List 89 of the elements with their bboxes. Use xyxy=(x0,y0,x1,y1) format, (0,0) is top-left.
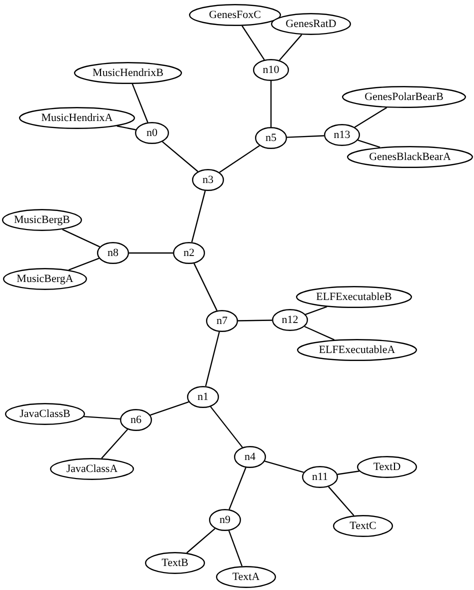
node-label: n10 xyxy=(262,64,280,76)
ellipse-node xyxy=(234,446,266,468)
connector-line xyxy=(205,332,220,386)
connector-line xyxy=(228,530,243,566)
ellipse-node xyxy=(255,127,287,149)
connector-line xyxy=(219,145,260,173)
connector-line xyxy=(337,470,360,475)
connector-line xyxy=(191,190,206,242)
node-label: n4 xyxy=(244,452,256,462)
ellipse-node xyxy=(357,456,417,478)
node-label: GenesRatD xyxy=(286,18,336,30)
connector-line xyxy=(68,258,100,270)
node-label: n13 xyxy=(334,130,350,140)
connector-line xyxy=(132,84,148,123)
connector-line xyxy=(84,416,120,420)
ellipse-node xyxy=(50,458,134,480)
ellipse-node xyxy=(271,13,351,35)
connector-line xyxy=(150,401,189,416)
ellipse-node xyxy=(173,242,205,264)
node-label: GenesFoxC xyxy=(209,10,261,20)
node-label: n9 xyxy=(220,514,230,526)
ellipse-node xyxy=(324,124,360,146)
ellipse-node xyxy=(74,62,182,84)
node-label: n6 xyxy=(130,414,142,426)
node-label: TextD xyxy=(373,462,401,472)
ellipse-node xyxy=(120,409,152,431)
ellipse-node xyxy=(3,268,87,290)
ellipse-node xyxy=(272,309,308,331)
connector-line xyxy=(62,228,100,248)
node-label: MusicHendrixA xyxy=(41,112,113,124)
node-label: n2 xyxy=(184,248,194,258)
connector-line xyxy=(358,140,380,148)
connector-line xyxy=(304,326,335,340)
connector-line xyxy=(186,528,216,554)
node-label: TextC xyxy=(350,520,376,532)
node-label: ELFExecutableA xyxy=(318,344,396,356)
connector-line xyxy=(228,467,246,510)
node-label: MusicBergB xyxy=(14,214,70,226)
node-label: n12 xyxy=(282,314,298,326)
node-label: TextA xyxy=(232,572,260,582)
ellipse-node xyxy=(2,209,82,231)
connector-line xyxy=(279,34,302,61)
ellipse-node xyxy=(253,59,289,81)
ellipse-node xyxy=(192,169,224,191)
node-label: n7 xyxy=(216,316,228,326)
node-label: TextB xyxy=(162,558,188,568)
node-label: JavaClassA xyxy=(66,464,118,474)
ellipse-node xyxy=(302,466,338,488)
node-label: MusicBergA xyxy=(16,274,74,284)
ellipse-node xyxy=(135,122,169,144)
connector-line xyxy=(270,81,272,127)
ellipse-node xyxy=(296,286,412,308)
ellipse-node xyxy=(347,146,473,168)
connector-line xyxy=(354,107,388,128)
node-label: n11 xyxy=(312,472,328,482)
connector-line xyxy=(101,428,128,459)
connector-line xyxy=(194,263,218,311)
connector-line xyxy=(210,406,243,448)
connector-line xyxy=(286,135,324,138)
ellipse-node xyxy=(342,86,466,108)
ellipse-node xyxy=(97,242,129,264)
ellipse-node xyxy=(209,509,241,531)
connector-line xyxy=(116,125,136,130)
ellipse-node xyxy=(187,386,219,408)
node-label: n5 xyxy=(266,132,276,144)
connector-line xyxy=(242,26,265,60)
ellipse-node xyxy=(145,552,205,574)
connector-line xyxy=(305,306,328,315)
node-label: n8 xyxy=(108,248,118,258)
ellipse-node xyxy=(19,107,135,129)
ellipse-node xyxy=(189,4,281,26)
node-label: GenesPolarBearB xyxy=(364,92,444,102)
connector-line xyxy=(162,141,198,172)
node-label: n1 xyxy=(198,392,208,402)
node-label: GenesBlackBearA xyxy=(369,152,451,162)
ellipse-node xyxy=(5,403,85,425)
ellipse-node xyxy=(216,566,276,588)
ellipse-node xyxy=(206,310,238,332)
node-label: n0 xyxy=(146,128,158,138)
node-label: JavaClassB xyxy=(20,408,70,420)
connector-line xyxy=(328,486,354,516)
ellipse-node xyxy=(297,339,417,361)
node-label: ELFExecutableB xyxy=(316,292,392,302)
ellipse-node xyxy=(333,515,393,537)
connector-line xyxy=(264,460,304,473)
node-label: n3 xyxy=(202,174,214,186)
connector-line xyxy=(238,320,272,322)
node-label: MusicHendrixB xyxy=(92,68,164,78)
connector-line xyxy=(129,252,173,254)
